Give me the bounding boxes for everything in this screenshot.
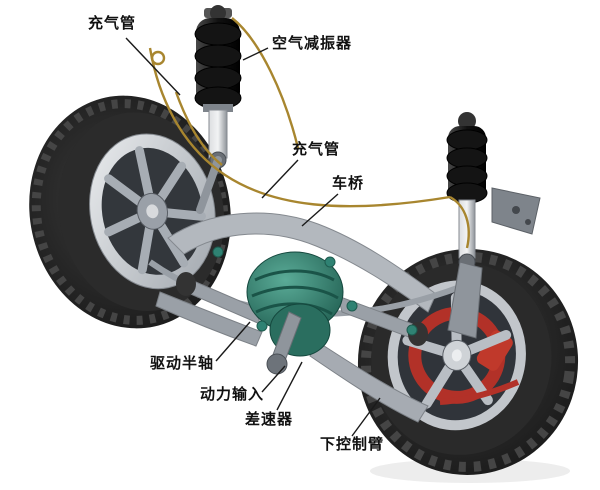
left-wheel	[29, 95, 231, 329]
lower-control-arm-part	[309, 341, 429, 423]
label-air-shock-absorber: 空气减振器	[272, 35, 353, 52]
label-inflation-pipe-mid: 充气管	[292, 141, 341, 158]
shock-strut	[208, 109, 228, 159]
label-power-input: 动力输入	[200, 386, 265, 403]
bellows-folds	[194, 22, 242, 110]
label-drive-half-shaft: 驱动半轴	[150, 355, 215, 372]
label-axle: 车桥	[332, 175, 365, 192]
knuckle	[447, 261, 483, 339]
input-flange	[266, 353, 288, 375]
tire-tread	[360, 252, 576, 472]
air-lines	[148, 17, 470, 249]
cv-boot-left	[176, 272, 196, 296]
label-lower-control-arm: 下控制臂	[320, 436, 385, 453]
tire-tread	[31, 99, 229, 325]
toe-link	[439, 379, 520, 405]
left-lower-arm	[155, 291, 263, 347]
rear-air-shock	[446, 112, 541, 271]
differential-housing	[246, 251, 344, 375]
teal-bushings	[212, 246, 418, 336]
label-inflation-pipe-top: 充气管	[88, 15, 137, 32]
leader-lines	[125, 37, 381, 437]
label-differential: 差速器	[245, 411, 294, 428]
bellows-folds	[446, 129, 488, 204]
